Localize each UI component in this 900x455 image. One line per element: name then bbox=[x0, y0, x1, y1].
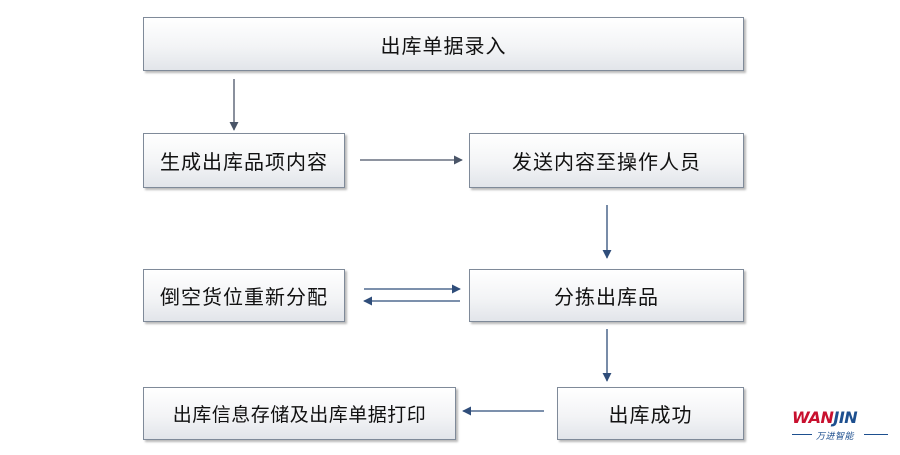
node-order-entry: 出库单据录入 bbox=[143, 17, 744, 71]
logo-wordmark: WANJIN bbox=[792, 408, 858, 427]
node-reassign-location: 倒空货位重新分配 bbox=[143, 269, 345, 322]
node-store-and-print: 出库信息存储及出库单据打印 bbox=[143, 387, 456, 440]
node-outbound-success: 出库成功 bbox=[557, 387, 744, 440]
node-sort-items: 分拣出库品 bbox=[469, 269, 744, 322]
logo-subtitle: 万进智能 bbox=[816, 432, 855, 442]
logo-wordmark-wan: WAN bbox=[792, 408, 834, 427]
logo-wordmark-jin: JIN bbox=[833, 408, 858, 427]
node-send-to-operator: 发送内容至操作人员 bbox=[469, 133, 744, 188]
node-generate-items: 生成出库品项内容 bbox=[143, 133, 345, 188]
brand-logo: WANJIN 万进智能 bbox=[792, 408, 892, 448]
logo-divider-left bbox=[792, 434, 812, 435]
logo-divider-right bbox=[864, 434, 888, 435]
